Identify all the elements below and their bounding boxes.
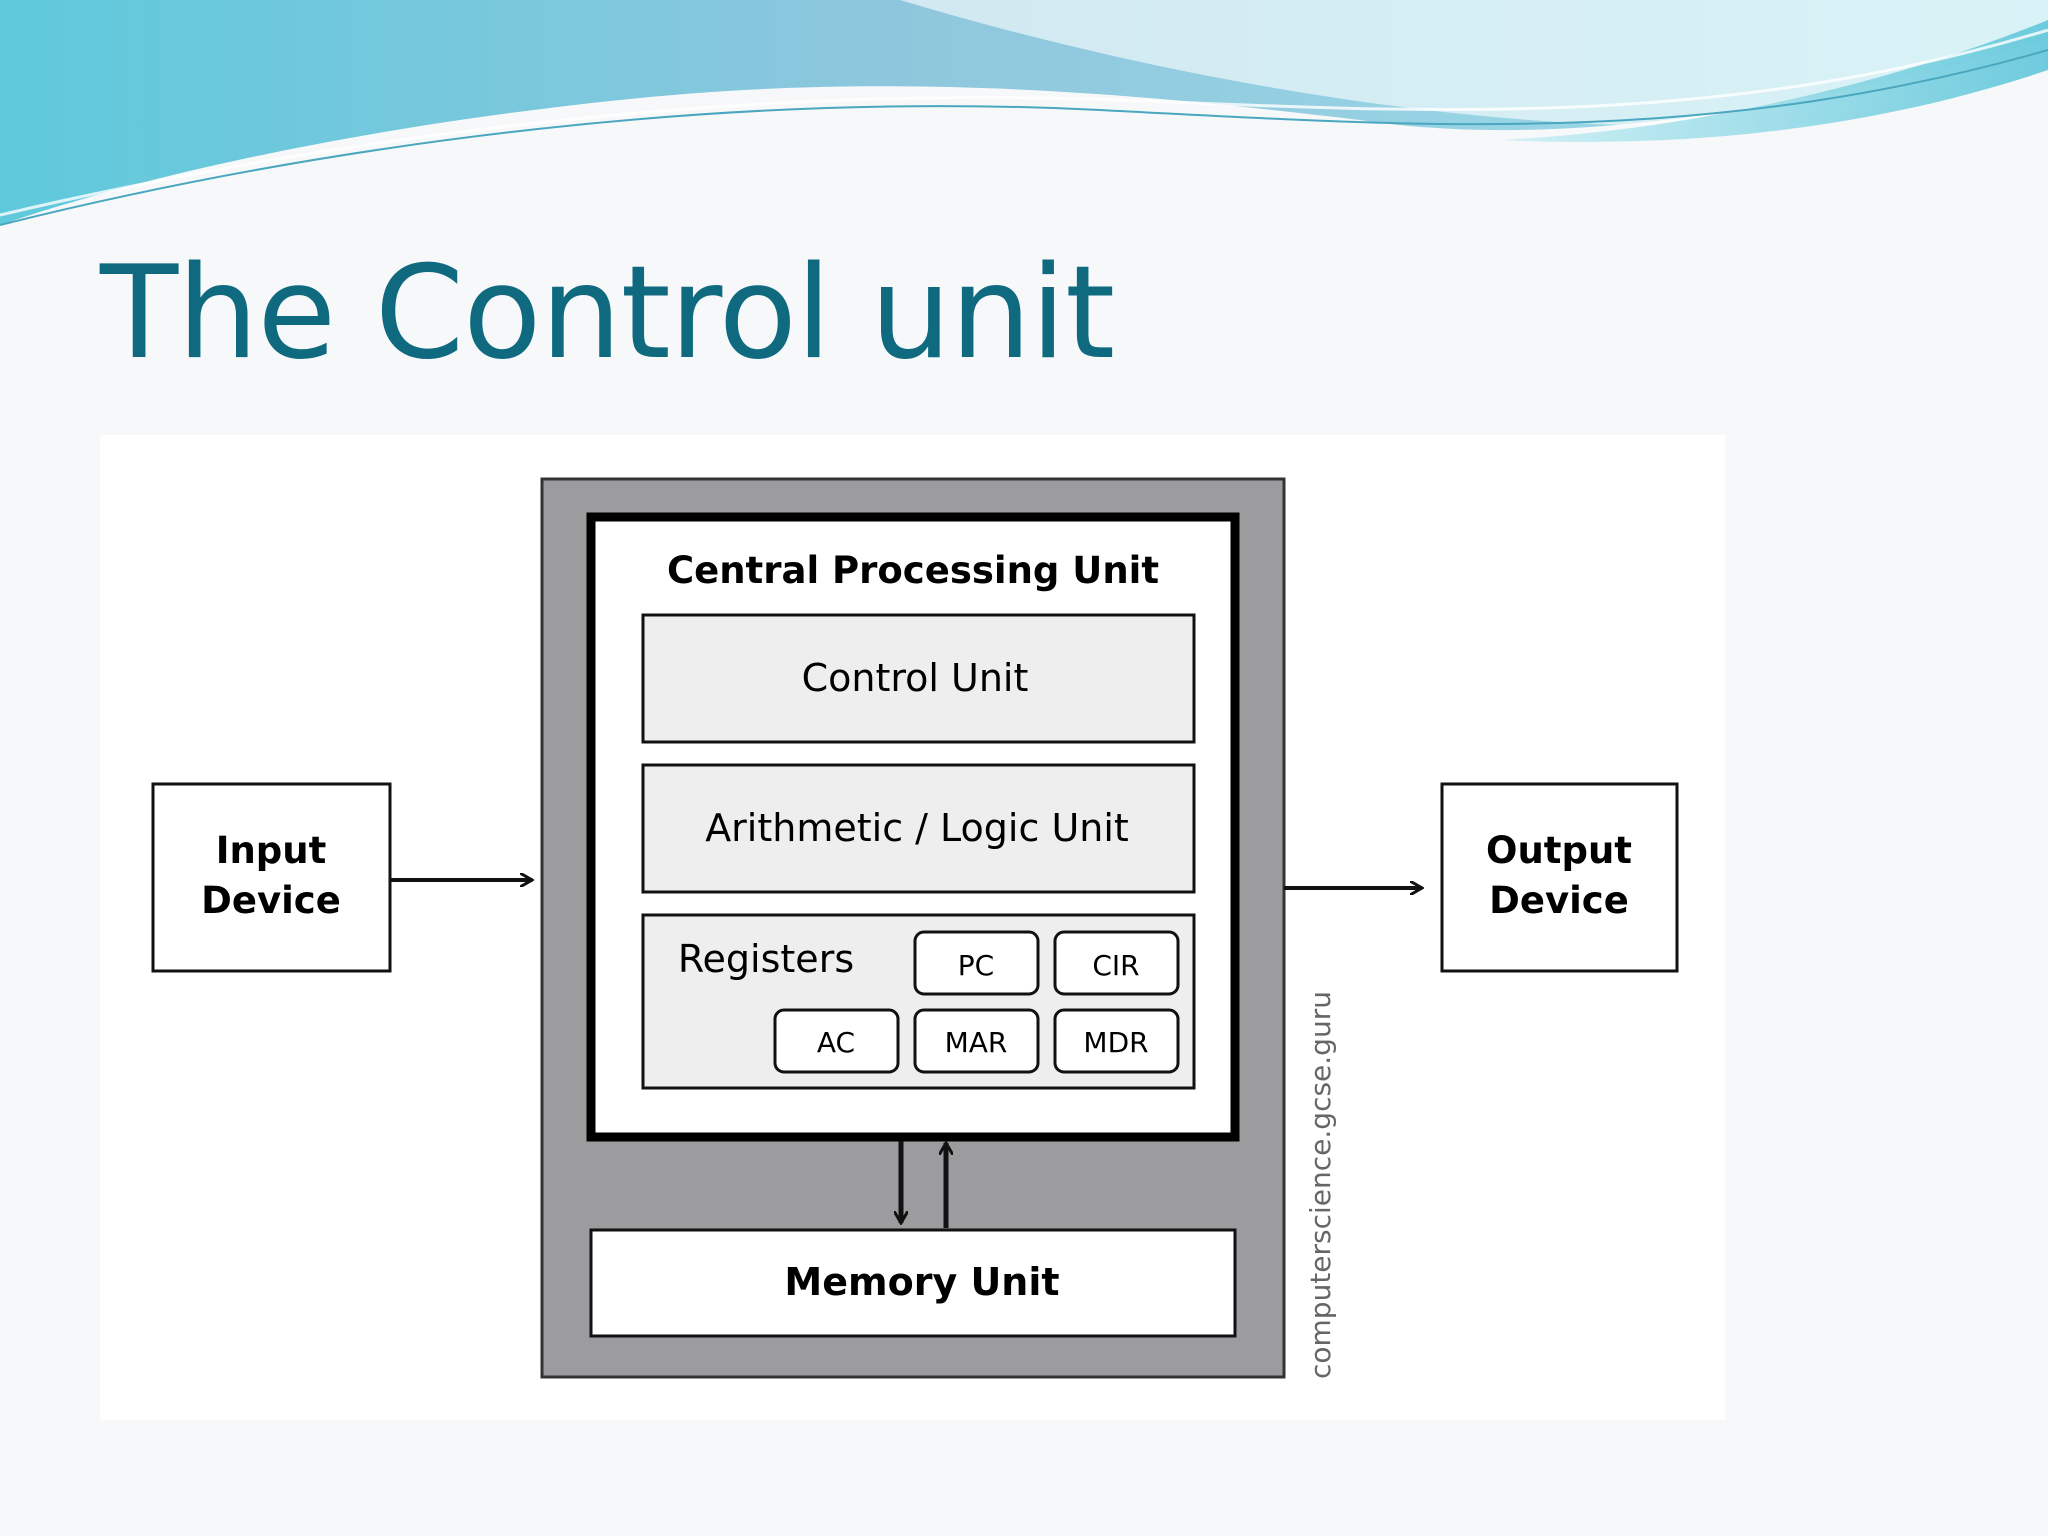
input-device-box: Input Device [151, 782, 392, 973]
control-unit-box: Control Unit [641, 613, 1196, 744]
alu-label: Arithmetic / Logic Unit [705, 806, 1129, 850]
slide-title: The Control unit [100, 239, 1115, 388]
output-device-label-line2: Device [1489, 879, 1629, 922]
register-pc: PC [913, 930, 1040, 996]
input-device-label-line2: Device [201, 879, 341, 922]
register-mdr-label: MDR [1083, 1026, 1148, 1059]
header-swoosh-decoration [0, 0, 2048, 226]
memory-unit-label: Memory Unit [784, 1260, 1059, 1304]
register-mdr: MDR [1053, 1008, 1180, 1074]
cpu-title: Central Processing Unit [667, 549, 1159, 592]
alu-box: Arithmetic / Logic Unit [641, 763, 1196, 894]
source-credit: computerscience.gcse.guru [1304, 991, 1337, 1379]
register-cir: CIR [1053, 930, 1180, 996]
output-device-box: Output Device [1440, 782, 1679, 973]
register-pc-label: PC [958, 949, 994, 982]
register-mar-label: MAR [945, 1026, 1008, 1059]
control-unit-label: Control Unit [802, 656, 1029, 700]
register-ac-label: AC [817, 1026, 855, 1059]
output-device-label-line1: Output [1486, 829, 1632, 872]
registers-box: Registers PC CIR AC MAR MDR [641, 913, 1196, 1090]
register-cir-label: CIR [1092, 949, 1139, 982]
input-device-label-line1: Input [216, 829, 327, 872]
register-ac: AC [773, 1008, 900, 1074]
register-mar: MAR [913, 1008, 1040, 1074]
registers-label: Registers [678, 937, 854, 981]
cpu-diagram: Input Device Central Processing Unit Con… [151, 477, 1679, 1379]
memory-unit-box: Memory Unit [589, 1228, 1237, 1338]
